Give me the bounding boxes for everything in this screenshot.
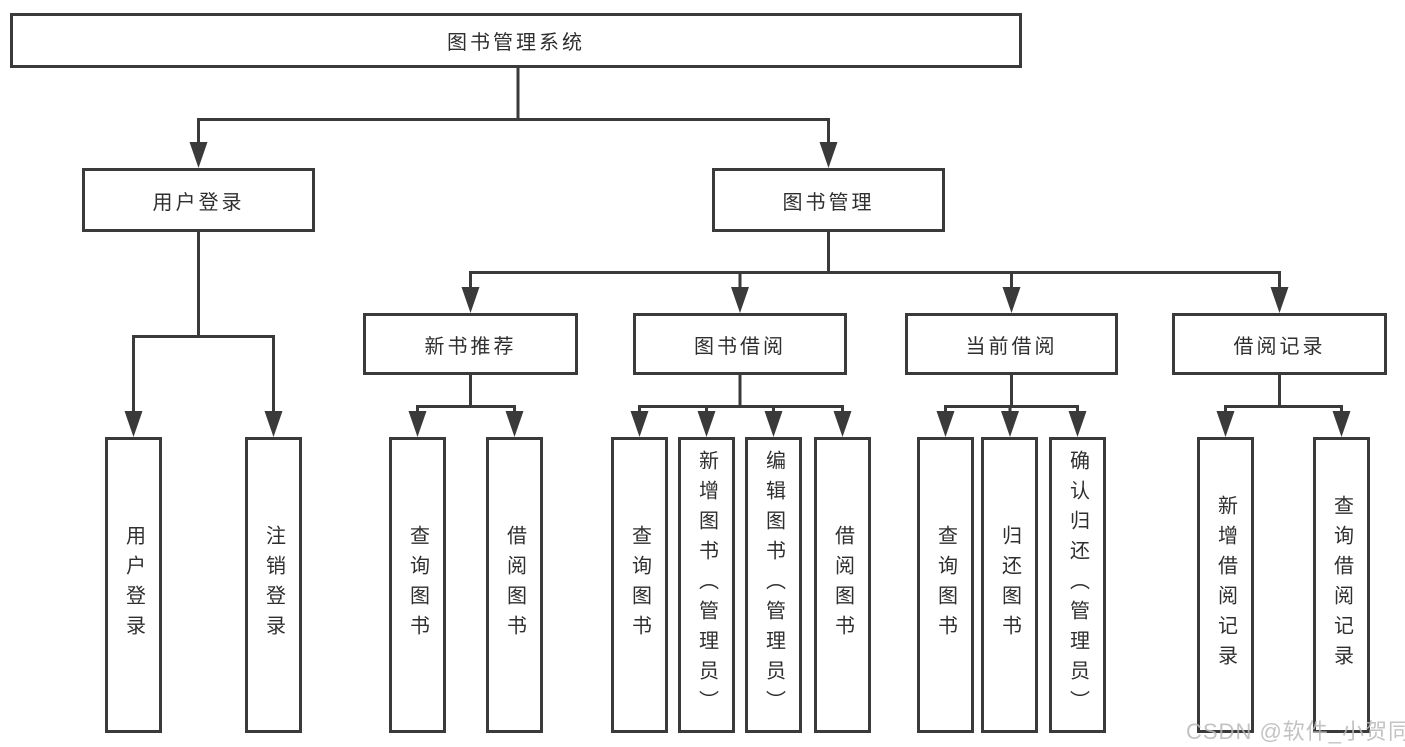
- leaf-borrow-add-book-label: 新增图书（管理员）: [695, 450, 718, 720]
- leaf-return-book: 归还图书: [981, 437, 1038, 733]
- node-book-borrow-label: 图书借阅: [694, 335, 786, 358]
- node-book-mgmt-group: 图书管理: [712, 168, 945, 232]
- node-book-mgmt-group-label: 图书管理: [782, 191, 875, 214]
- leaf-borrow-book: 借阅图书: [814, 437, 871, 733]
- leaf-confirm-return: 确认归还（管理员）: [1049, 437, 1106, 733]
- node-new-books: 新书推荐: [363, 313, 578, 375]
- leaf-return-book-label: 归还图书: [998, 525, 1021, 645]
- node-user-login-group: 用户登录: [82, 168, 315, 232]
- leaf-logout: 注销登录: [245, 437, 302, 733]
- leaf-user-login-label: 用户登录: [122, 525, 145, 645]
- node-root: 图书管理系统: [10, 13, 1022, 68]
- leaf-add-record-label: 新增借阅记录: [1214, 495, 1237, 675]
- leaf-current-query-label: 查询图书: [934, 525, 957, 645]
- node-user-login-group-label: 用户登录: [152, 191, 245, 214]
- leaf-logout-label: 注销登录: [262, 525, 285, 645]
- leaf-borrow-query-label: 查询图书: [628, 525, 651, 645]
- node-new-books-label: 新书推荐: [424, 335, 517, 358]
- leaf-newbooks-borrow: 借阅图书: [486, 437, 543, 733]
- leaf-borrow-add-book: 新增图书（管理员）: [678, 437, 735, 733]
- leaf-borrow-book-label: 借阅图书: [831, 525, 854, 645]
- node-current-borrow: 当前借阅: [905, 313, 1118, 375]
- leaf-confirm-return-label: 确认归还（管理员）: [1066, 450, 1089, 720]
- leaf-current-query: 查询图书: [917, 437, 974, 733]
- leaf-borrow-edit-book-label: 编辑图书（管理员）: [762, 450, 785, 720]
- node-borrow-records: 借阅记录: [1172, 313, 1387, 375]
- leaf-newbooks-borrow-label: 借阅图书: [503, 525, 526, 645]
- leaf-query-record: 查询借阅记录: [1313, 437, 1370, 733]
- node-borrow-records-label: 借阅记录: [1233, 335, 1326, 358]
- leaf-user-login: 用户登录: [105, 437, 162, 733]
- leaf-query-record-label: 查询借阅记录: [1330, 495, 1353, 675]
- leaf-borrow-query: 查询图书: [611, 437, 668, 733]
- leaf-borrow-edit-book: 编辑图书（管理员）: [745, 437, 802, 733]
- leaf-add-record: 新增借阅记录: [1197, 437, 1254, 733]
- arrowheads: [124, 142, 1351, 437]
- node-book-borrow: 图书借阅: [633, 313, 847, 375]
- watermark: CSDN @软件_小贺同学: [1186, 719, 1405, 744]
- node-current-borrow-label: 当前借阅: [965, 335, 1058, 358]
- leaf-newbooks-query-label: 查询图书: [406, 525, 429, 645]
- node-root-label: 图书管理系统: [447, 32, 585, 54]
- leaf-newbooks-query: 查询图书: [389, 437, 446, 733]
